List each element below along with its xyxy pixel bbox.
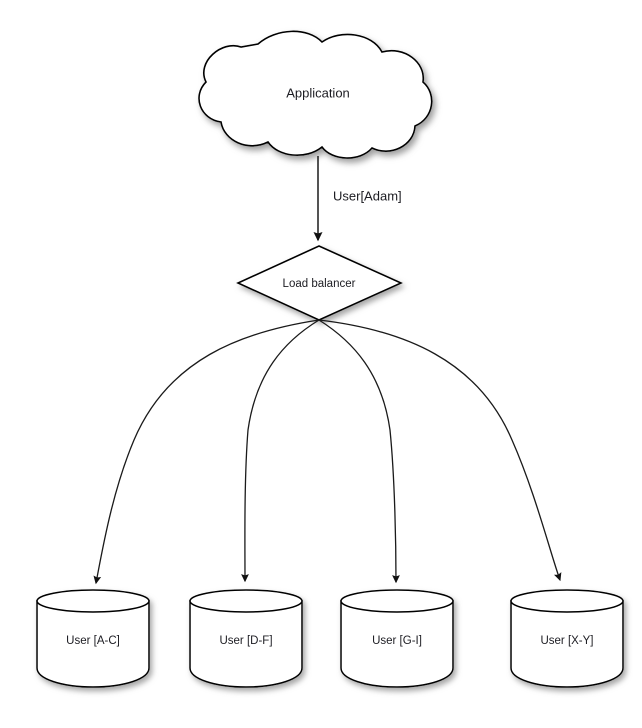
load-balancer-node[interactable]: Load balancer	[236, 245, 403, 321]
cloud-shape	[198, 30, 433, 159]
application-cloud-node[interactable]: Application	[198, 30, 433, 159]
cylinder-body-a-c	[36, 600, 150, 688]
cylinder-top-x-y	[510, 589, 624, 613]
primary-edge-label: User[Adam]	[333, 188, 402, 203]
cylinder-top-a-c	[36, 589, 150, 613]
db-d-f-node[interactable]: User [D-F]	[189, 589, 303, 688]
db-x-y-node[interactable]: User [X-Y]	[510, 589, 624, 688]
cylinder-top-d-f	[189, 589, 303, 613]
edge-to-db-a-c	[93, 319, 320, 585]
db-g-i-label: User [G-I]	[372, 635, 422, 647]
edge-to-db-d-f	[241, 319, 320, 583]
application-label: Application	[286, 85, 350, 100]
db-x-y-label: User [X-Y]	[540, 635, 593, 647]
db-g-i-node[interactable]: User [G-I]	[340, 589, 454, 688]
cylinder-body-x-y	[510, 600, 624, 688]
edge-to-db-x-y	[318, 319, 562, 582]
db-a-c-node[interactable]: User [A-C]	[36, 589, 150, 688]
cylinder-body-d-f	[189, 600, 303, 688]
db-d-f-label: User [D-F]	[219, 635, 272, 647]
edge-application-to-load-balancer: User[Adam]	[313, 156, 402, 242]
load-balancer-label: Load balancer	[283, 278, 356, 290]
cylinder-top-g-i	[340, 589, 454, 613]
cylinder-body-g-i	[340, 600, 454, 688]
shard-edges-group	[93, 319, 562, 585]
db-a-c-label: User [A-C]	[66, 635, 120, 647]
edge-to-db-g-i	[318, 319, 400, 584]
